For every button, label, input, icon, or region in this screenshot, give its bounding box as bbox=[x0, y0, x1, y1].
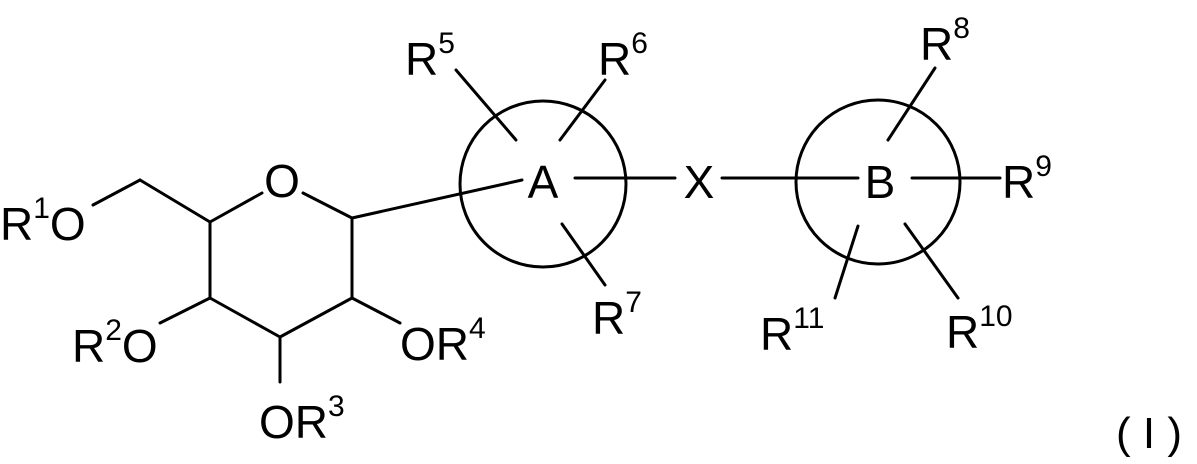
r3-base: OR bbox=[259, 396, 328, 448]
r6-superscript: 6 bbox=[631, 27, 648, 60]
bond-a-r5 bbox=[456, 70, 516, 140]
r3-substituent: OR3 bbox=[259, 390, 345, 448]
r11-base: R bbox=[760, 308, 793, 360]
r1-base: R bbox=[0, 198, 33, 250]
r3-superscript: 3 bbox=[328, 390, 345, 423]
r10-base: R bbox=[946, 306, 979, 358]
r2-oxygen: O bbox=[122, 320, 158, 372]
formula-number: ( I ) bbox=[1116, 409, 1182, 458]
r5-substituent: R5 bbox=[405, 27, 455, 85]
r6-substituent: R6 bbox=[598, 27, 648, 85]
r2-superscript: 2 bbox=[105, 314, 122, 347]
ring-a bbox=[456, 70, 675, 285]
bond-c3-c2 bbox=[280, 298, 352, 337]
r8-substituent: R8 bbox=[920, 12, 970, 70]
bond-c1-o bbox=[303, 193, 352, 218]
r9-substituent: R9 bbox=[1002, 150, 1052, 208]
bond-a-r7 bbox=[562, 224, 605, 285]
ring-a-label: A bbox=[528, 156, 559, 208]
bond-c4-c3 bbox=[210, 298, 280, 337]
r4-substituent: OR4 bbox=[400, 312, 486, 370]
bond-c1-ring-a bbox=[352, 180, 522, 218]
r11-substituent: R11 bbox=[760, 302, 824, 360]
r7-substituent: R7 bbox=[592, 286, 642, 344]
r9-superscript: 9 bbox=[1035, 150, 1052, 183]
bond-b-r10 bbox=[905, 224, 958, 298]
r4-base: OR bbox=[400, 318, 469, 370]
r1-oxygen: O bbox=[50, 198, 86, 250]
linker-x-label: X bbox=[684, 156, 715, 208]
r10-substituent: R10 bbox=[946, 300, 1013, 358]
r7-base: R bbox=[592, 292, 625, 344]
r5-superscript: 5 bbox=[438, 27, 455, 60]
ring-b bbox=[796, 68, 1000, 298]
r5-base: R bbox=[405, 33, 438, 85]
ring-b-label: B bbox=[865, 156, 896, 208]
r9-base: R bbox=[1002, 156, 1035, 208]
bond-o-c5 bbox=[210, 193, 262, 222]
r2-substituent: R2O bbox=[72, 314, 158, 372]
r4-superscript: 4 bbox=[469, 312, 486, 345]
bond-c2-o4 bbox=[352, 298, 400, 323]
pyranose-ring bbox=[210, 193, 352, 337]
r7-superscript: 7 bbox=[625, 286, 642, 319]
r1-superscript: 1 bbox=[33, 192, 50, 225]
r10-superscript: 10 bbox=[979, 300, 1012, 333]
ring-oxygen-label: O bbox=[264, 155, 300, 207]
r8-superscript: 8 bbox=[953, 12, 970, 45]
r6-base: R bbox=[598, 33, 631, 85]
r2-base: R bbox=[72, 320, 105, 372]
bond-a-r6 bbox=[560, 80, 605, 140]
r1-substituent: R1O bbox=[0, 192, 86, 250]
bond-c4-o2 bbox=[160, 298, 210, 323]
bond-c5-ch2 bbox=[140, 180, 210, 222]
bond-ch2-o1 bbox=[93, 180, 140, 205]
bond-b-r8 bbox=[888, 68, 935, 140]
r8-base: R bbox=[920, 18, 953, 70]
r11-superscript: 11 bbox=[793, 302, 824, 335]
